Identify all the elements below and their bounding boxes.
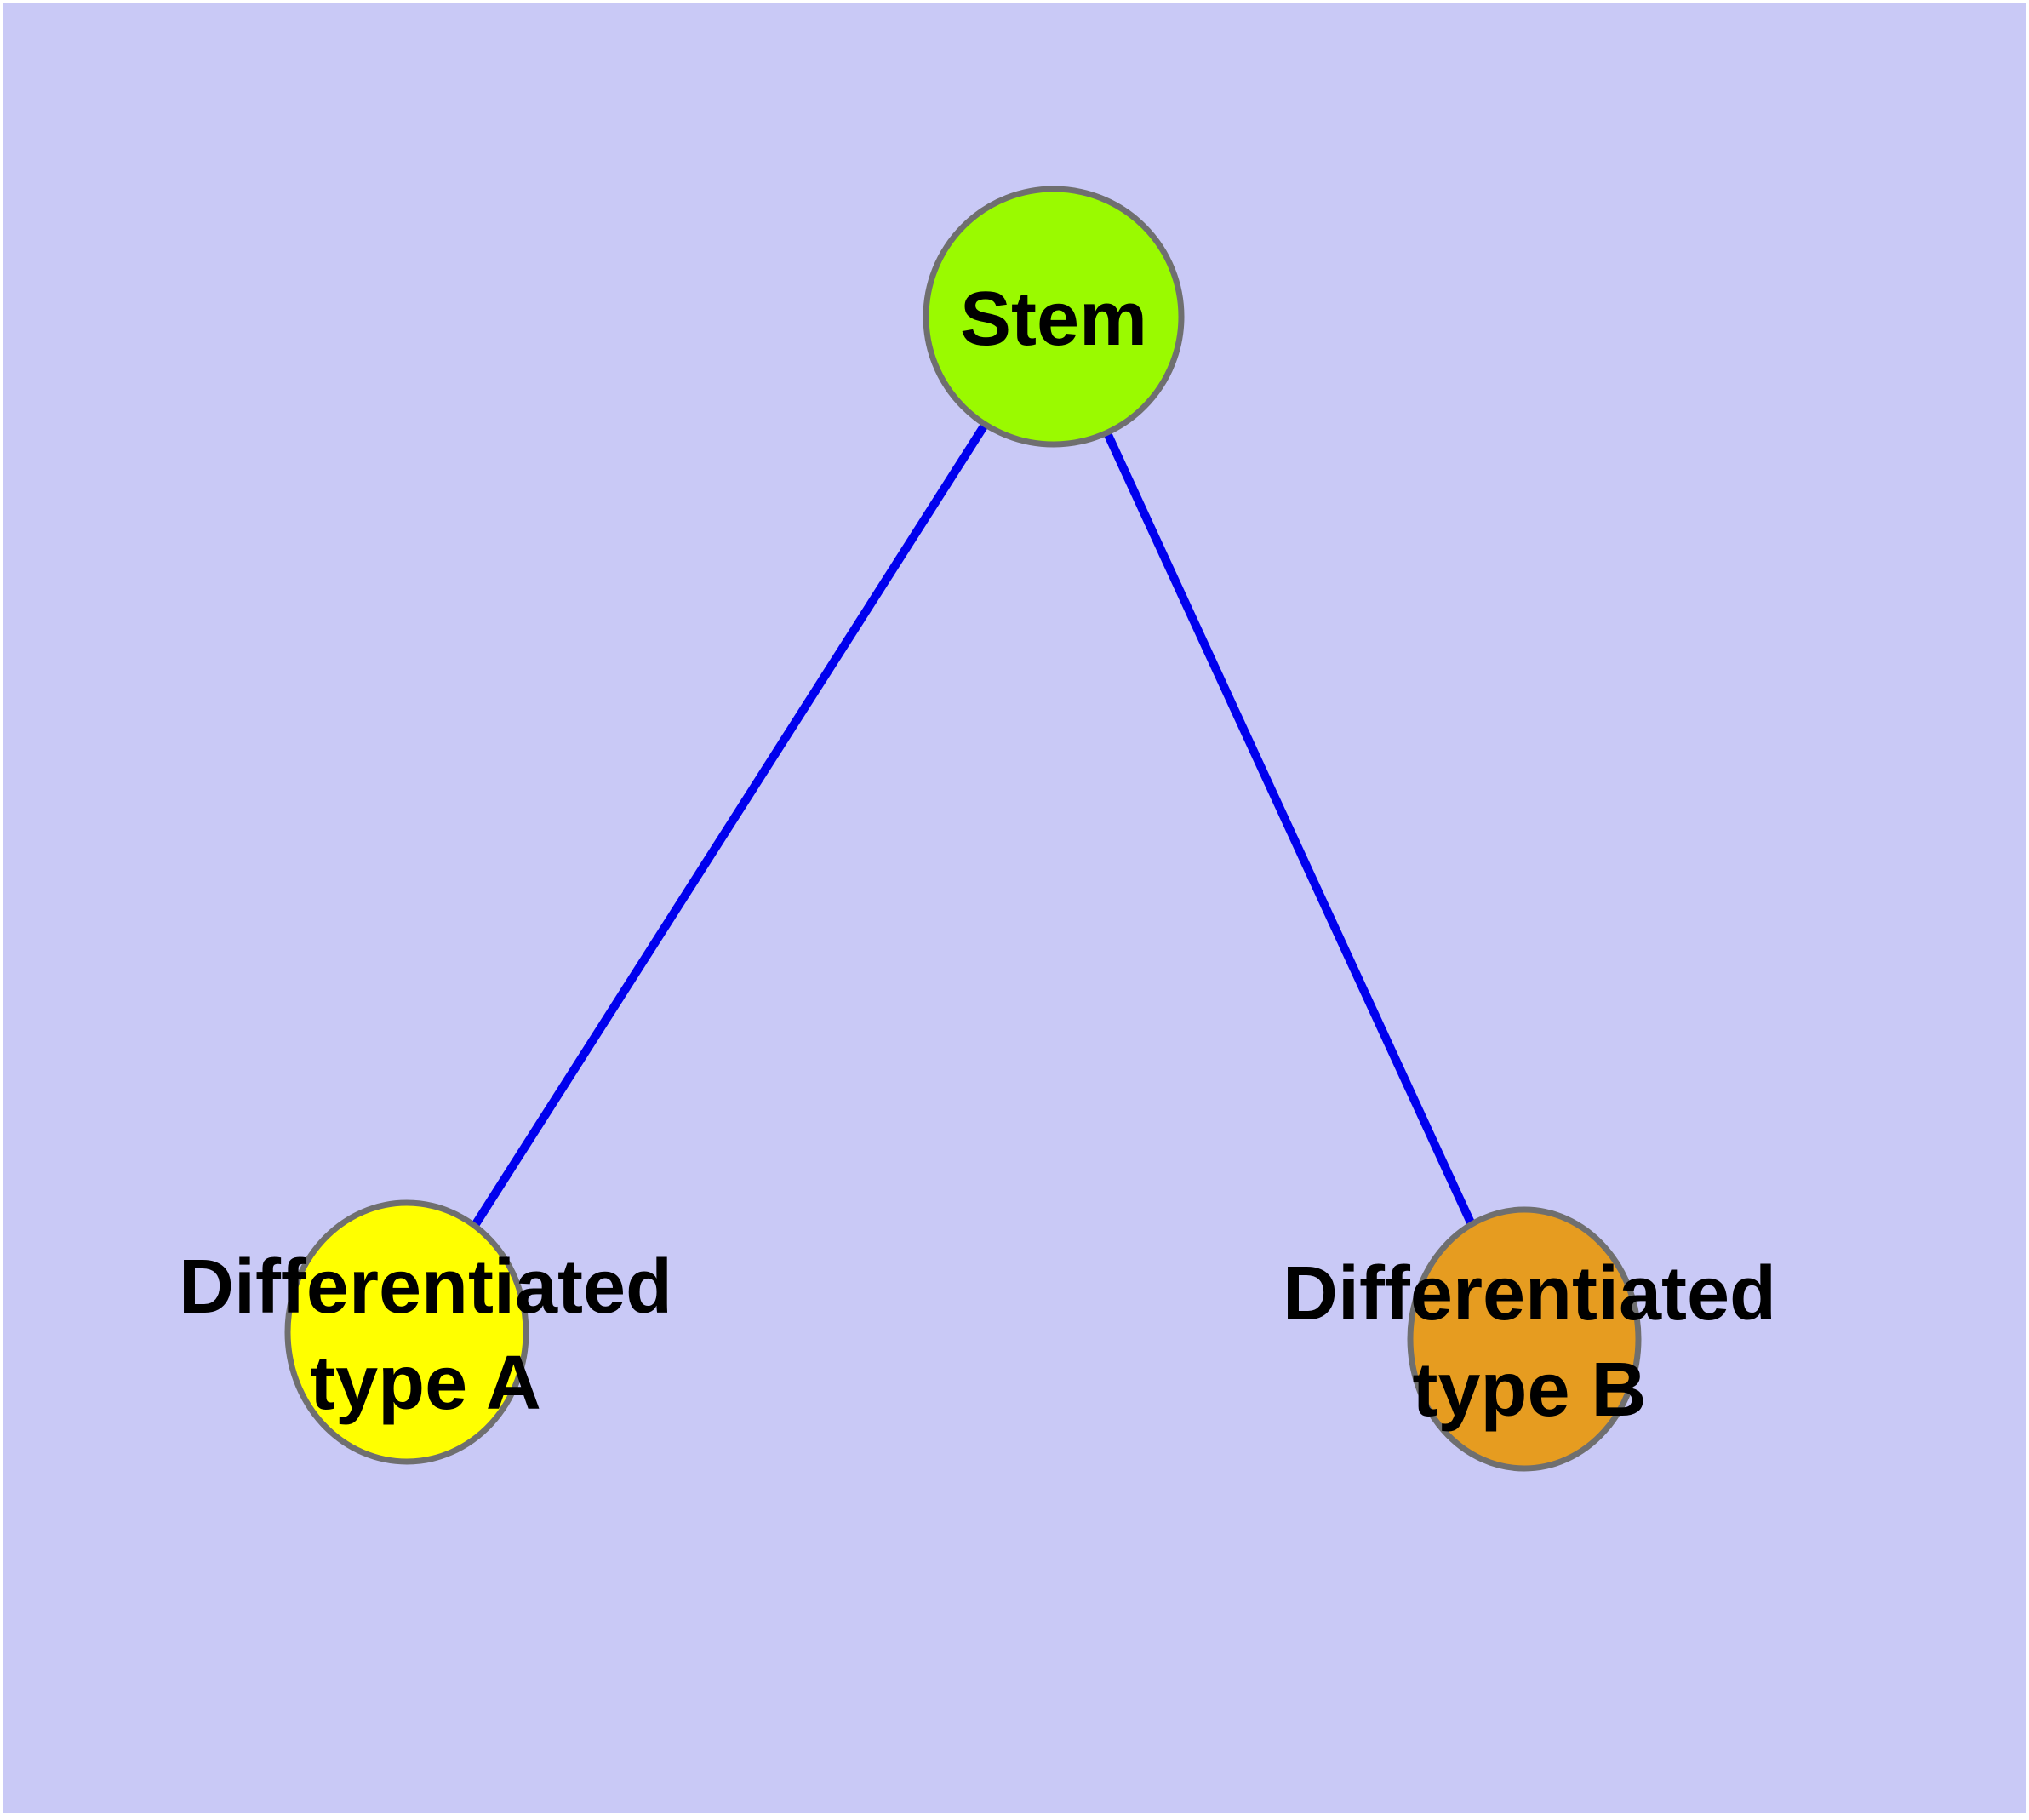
edge-stem-to-type-b (1049, 314, 1529, 1342)
stem-node-label: Stem (960, 277, 1147, 362)
type-b-node-label-line2: type B (1412, 1348, 1646, 1433)
type-a-node-label-line1: Differentiated (179, 1245, 672, 1330)
type-a-node-shape (284, 1199, 529, 1465)
type-a-node-label-line2: type A (310, 1341, 541, 1426)
type-a-node: Differentiated type A (179, 1199, 672, 1465)
stem-node: Stem (923, 186, 1185, 448)
type-b-node: Differentiated type B (1283, 1206, 1776, 1472)
type-b-node-shape (1407, 1206, 1642, 1472)
stem-node-shape (923, 186, 1185, 448)
type-b-node-label-line1: Differentiated (1283, 1251, 1776, 1336)
edge-stem-to-type-a (403, 314, 1058, 1335)
